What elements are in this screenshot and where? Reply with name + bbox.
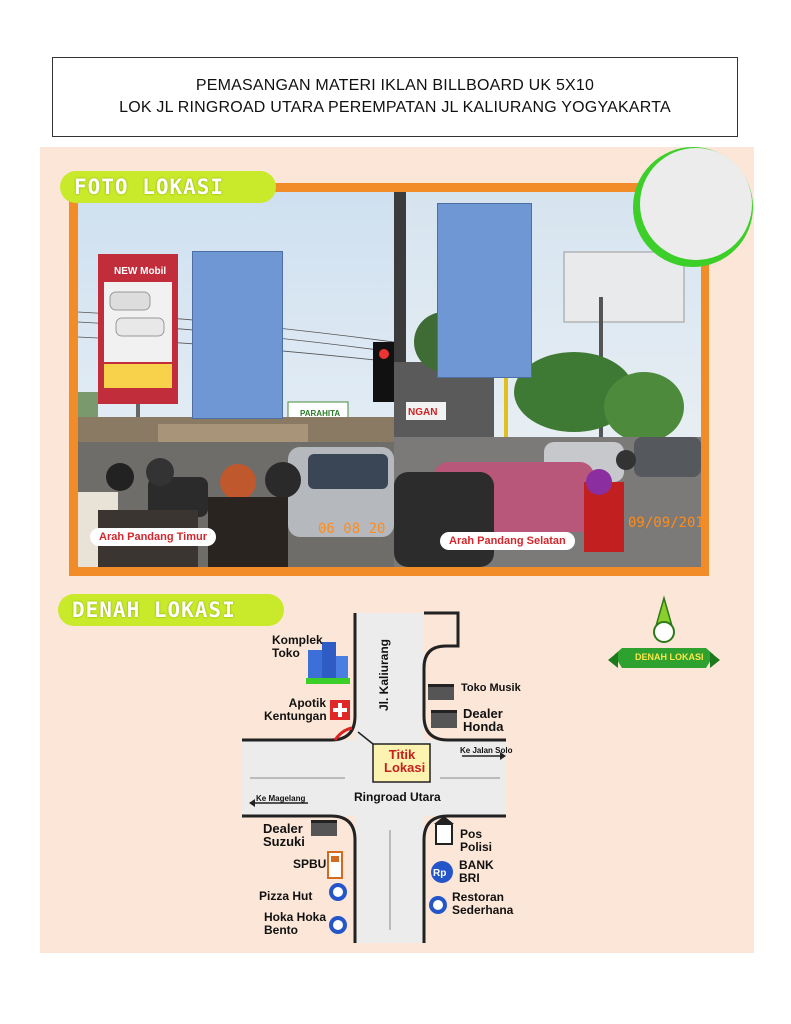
bank-icon-label: Rp: [433, 868, 446, 879]
titik-line-1: Titik: [388, 747, 416, 762]
store-icon: [311, 684, 457, 836]
header-line-1: PEMASANGAN MATERI IKLAN BILLBOARD UK 5X1…: [195, 77, 595, 94]
honda-line-2: Honda: [463, 719, 504, 734]
pharmacy-cross-icon: [330, 700, 350, 720]
header-line-2: LOK JL RINGROAD UTARA PEREMPATAN JL KALI…: [119, 99, 671, 116]
fuel-pump-icon: [327, 851, 343, 879]
bank-line-1: BANK: [459, 858, 494, 872]
caption-east: Arah Pandang Timur: [90, 528, 216, 546]
caption-south: Arah Pandang Selatan: [440, 532, 575, 550]
denah-lokasi-ribbon: DENAH LOKASI: [58, 594, 284, 626]
pos-line-1: Pos: [460, 827, 483, 841]
billboard-placeholder-left: [192, 251, 283, 419]
photo-east: NEW Mobil PARAHITA: [78, 192, 394, 567]
label-bank-bri: BANK BRI: [459, 859, 494, 885]
restaurant-icon: [329, 883, 447, 934]
road-label-ringroad: Ringroad Utara: [354, 790, 441, 804]
police-post-icon: [434, 816, 454, 845]
logo-circle-placeholder: [640, 148, 752, 260]
billboard-placeholder-right: [437, 203, 532, 378]
label-spbu: SPBU: [293, 857, 327, 871]
restoran-line-1: Restoran: [452, 890, 505, 904]
hoka-line-1: Hoka Hoka: [264, 910, 327, 924]
suzuki-line-1: Dealer: [263, 821, 303, 836]
label-pizza-hut: Pizza Hut: [259, 889, 313, 903]
billboard-ad-text: NEW Mobil: [114, 266, 166, 277]
arrow-label-solo: Ke Jalan Solo: [460, 746, 513, 755]
komplek-line-1: Komplek: [272, 633, 323, 647]
label-restoran: Restoran Sederhana: [452, 891, 513, 917]
restoran-line-2: Sederhana: [452, 903, 514, 917]
shop-sign: NGAN: [408, 407, 437, 418]
label-komplek-toko: Komplek Toko: [272, 634, 323, 660]
honda-line-1: Dealer: [463, 706, 503, 721]
label-dealer-honda: Dealer Honda: [463, 707, 503, 733]
label-hoka-bento: Hoka Hoka Bento: [264, 911, 326, 937]
foto-lokasi-ribbon: FOTO LOKASI: [60, 171, 276, 203]
label-pos-polisi: Pos Polisi: [460, 828, 492, 854]
date-stamp-south: 09/09/201: [628, 515, 704, 531]
komplek-line-2: Toko: [272, 646, 300, 660]
titik-lokasi-label: Titik Lokasi: [384, 747, 426, 775]
apotik-line-2: Kentungan: [264, 709, 327, 723]
date-stamp-east: 06 08 20: [318, 521, 386, 537]
parahita-sign: PARAHITA: [300, 409, 340, 418]
header-box: PEMASANGAN MATERI IKLAN BILLBOARD UK 5X1…: [52, 57, 738, 137]
road-label-kaliurang: Jl. Kaliurang: [377, 638, 391, 711]
photo-east-scene: NEW Mobil PARAHITA: [78, 192, 394, 567]
building-icon: [306, 642, 350, 684]
titik-line-2: Lokasi: [384, 760, 426, 775]
apotik-line-1: Apotik: [288, 696, 326, 710]
hoka-line-2: Bento: [264, 923, 298, 937]
pos-line-2: Polisi: [460, 840, 493, 854]
compass-icon: [608, 595, 720, 668]
compass-label: DENAH LOKASI: [635, 652, 704, 662]
arrow-label-magelang: Ke Magelang: [256, 794, 306, 803]
suzuki-line-2: Suzuki: [263, 834, 305, 849]
bank-icon: Rp: [431, 861, 453, 883]
label-dealer-suzuki: Dealer Suzuki: [263, 822, 305, 848]
label-apotik: Apotik Kentungan: [264, 696, 327, 723]
bank-line-2: BRI: [459, 871, 480, 885]
label-toko-musik: Toko Musik: [461, 682, 521, 694]
